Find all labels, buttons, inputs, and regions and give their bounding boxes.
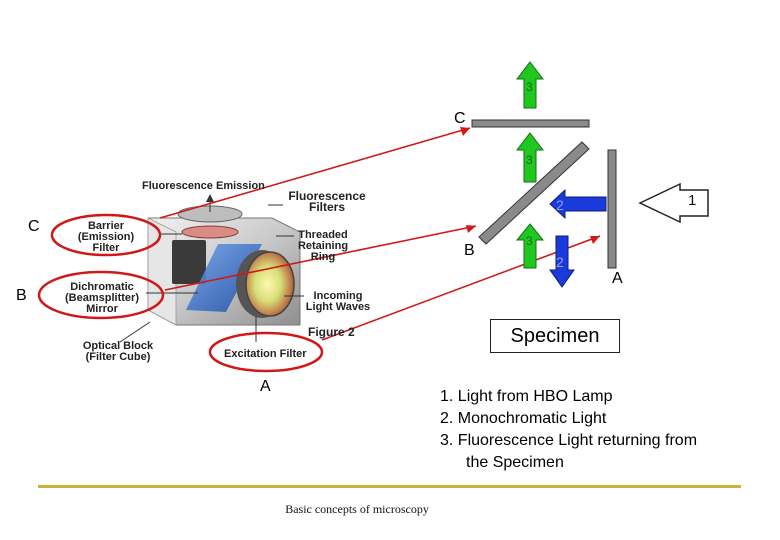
label-figure-2: Figure 2 bbox=[308, 325, 355, 339]
label-threaded-line2: Retaining bbox=[297, 240, 349, 252]
footer-rule bbox=[38, 485, 741, 488]
arrow-number-3-mid: 3 bbox=[526, 153, 533, 167]
figure-label-b: B bbox=[16, 287, 27, 304]
blue-monochromatic-arrows bbox=[549, 188, 607, 288]
excitation-filter-lens bbox=[245, 251, 295, 317]
label-incoming-line2: Light Waves bbox=[305, 301, 371, 313]
filter-cube-illustration bbox=[147, 205, 301, 326]
label-threaded-line3: Ring bbox=[310, 251, 336, 263]
red-arrowheads bbox=[460, 127, 600, 244]
blue-arrow-down bbox=[549, 235, 575, 288]
blue-arrow-left bbox=[549, 188, 607, 220]
label-threaded-ring: Threaded Retaining Ring bbox=[292, 230, 354, 263]
arrow-number-3-top: 3 bbox=[526, 80, 533, 94]
excitation-filter-highlight bbox=[208, 331, 324, 373]
arrow-number-1: 1 bbox=[688, 192, 697, 209]
emission-arrow-head bbox=[206, 194, 214, 202]
label-dichromatic-line1: Dichromatic bbox=[70, 281, 134, 293]
label-optical-line2: (Filter Cube) bbox=[85, 351, 151, 363]
label-fluorescence-filters-line2: Filters bbox=[308, 200, 345, 214]
footer-caption: Basic concepts of microscopy bbox=[285, 502, 429, 516]
label-dichromatic-line3: Mirror bbox=[86, 303, 118, 315]
green-fluorescence-arrows bbox=[515, 61, 545, 269]
green-arrow-low bbox=[515, 223, 545, 269]
label-threaded-line1: Threaded bbox=[298, 229, 348, 241]
label-fluorescence-filters: Fluorescence Filters bbox=[285, 189, 369, 214]
label-dichromatic-mirror: Dichromatic (Beamsplitter) Mirror bbox=[56, 282, 148, 315]
label-incoming-light: Incoming Light Waves bbox=[302, 291, 374, 313]
barrier-filter-disc bbox=[181, 225, 239, 239]
label-optical-line1: Optical Block bbox=[82, 340, 154, 352]
label-barrier-line3: Filter bbox=[92, 242, 120, 254]
hbo-light-arrow bbox=[638, 182, 709, 224]
green-arrow-mid bbox=[515, 132, 545, 183]
dichromatic-mirror-bar bbox=[478, 141, 590, 245]
green-arrow-top bbox=[515, 61, 545, 109]
legend-line-3: 3. Fluorescence Light returning from bbox=[440, 432, 698, 449]
excitation-filter-bar bbox=[607, 149, 617, 269]
legend-line-4: the Specimen bbox=[466, 454, 564, 471]
cube-window bbox=[172, 240, 206, 284]
arrow-number-2-lower: 2 bbox=[556, 254, 564, 270]
figure-label-a: A bbox=[260, 378, 271, 395]
arrow-number-3-low: 3 bbox=[526, 234, 533, 248]
legend: 1. Light from HBO Lamp 2. Monochromatic … bbox=[440, 386, 697, 474]
label-fluorescence-filters-line1: Fluorescence bbox=[288, 189, 366, 203]
path-label-c: C bbox=[454, 110, 466, 127]
barrier-filter-bar bbox=[471, 119, 590, 128]
dichromatic-mirror-highlight bbox=[37, 270, 165, 320]
legend-line-2: 2. Monochromatic Light bbox=[440, 410, 607, 427]
legend-line-1: 1. Light from HBO Lamp bbox=[440, 388, 613, 405]
figure-label-c: C bbox=[28, 218, 40, 235]
path-label-b: B bbox=[464, 242, 475, 259]
label-dichromatic-line2: (Beamsplitter) bbox=[65, 292, 139, 304]
label-barrier-line2: (Emission) bbox=[77, 231, 135, 243]
callout-lines bbox=[119, 198, 304, 343]
arrow-number-2-upper: 2 bbox=[556, 197, 564, 213]
path-label-a: A bbox=[612, 270, 623, 287]
label-barrier-filter: Barrier (Emission) Filter bbox=[68, 221, 144, 254]
label-incoming-line1: Incoming bbox=[313, 290, 363, 302]
specimen-box: Specimen bbox=[490, 319, 620, 353]
label-excitation-filter: Excitation Filter bbox=[224, 348, 307, 360]
label-fluorescence-emission: Fluorescence Emission bbox=[142, 180, 265, 192]
barrier-filter-highlight bbox=[50, 213, 162, 257]
label-optical-block: Optical Block (Filter Cube) bbox=[80, 341, 156, 363]
red-highlight-ellipses bbox=[37, 213, 324, 373]
label-barrier-line1: Barrier bbox=[87, 220, 125, 232]
red-connector-lines bbox=[159, 127, 601, 341]
